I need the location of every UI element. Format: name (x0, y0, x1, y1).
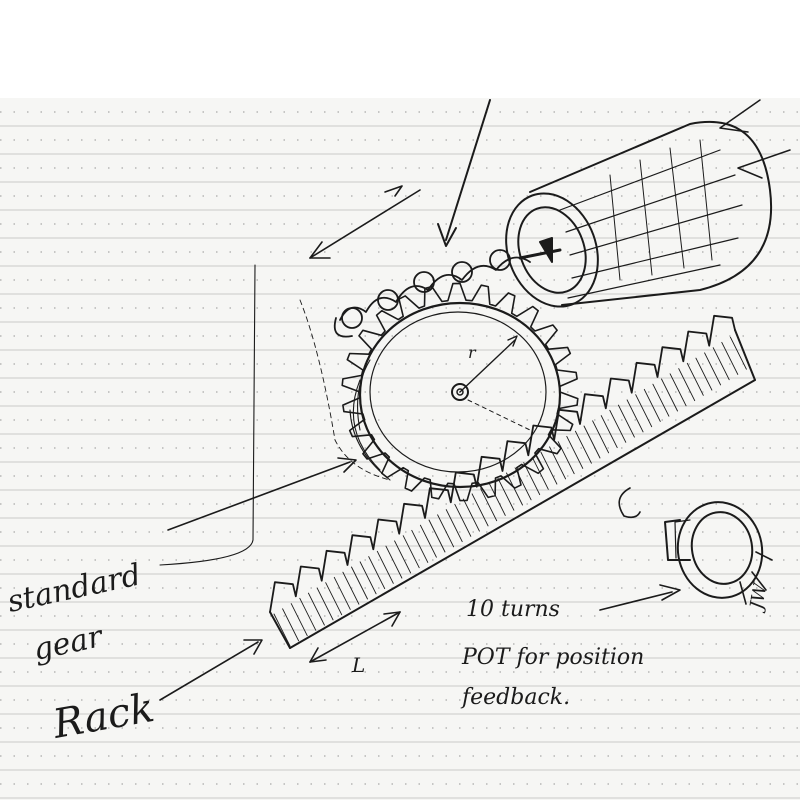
gear-label-line1: standard (4, 557, 144, 619)
rack-hatch-stroke (445, 509, 463, 543)
pinion-teeth (333, 249, 531, 338)
rack-hatch-stroke (359, 561, 377, 595)
rack-label: Rack (49, 685, 158, 748)
rack-hatch-stroke (712, 347, 730, 381)
rack-hatch-stroke (385, 545, 403, 579)
rack-hatch-stroke (729, 336, 747, 370)
rack-hatch-stroke (419, 524, 437, 558)
pot-label: 10 turns POT for position feedback. (460, 597, 644, 710)
rotation-arrow-icon (309, 185, 421, 259)
rack-hatch-stroke (428, 519, 446, 553)
rack-hatch-stroke (626, 399, 644, 433)
rack-hatch-stroke (273, 613, 291, 647)
rack-hatch-stroke (523, 462, 541, 496)
rack-hatch-stroke (290, 603, 308, 637)
rack-hatch-stroke (583, 425, 601, 459)
rack-hatch-stroke (686, 362, 704, 396)
notebook-paper (0, 98, 800, 800)
rack-hatch-stroke (540, 451, 558, 485)
rack-hatch-stroke (695, 357, 713, 391)
rack-hatch-stroke (488, 482, 506, 516)
rack-hatch-stroke (316, 587, 334, 621)
rack-hatch-stroke (704, 352, 722, 386)
rack-hatch-stroke (325, 582, 343, 616)
rack-hatch-stroke (643, 388, 661, 422)
rack-hatch-stroke (600, 415, 618, 449)
pot-label-line2: POT for position (461, 645, 644, 670)
rack-hatch-stroke (609, 409, 627, 443)
rack-hatch-stroke (402, 535, 420, 569)
rack-hatch-stroke (282, 608, 300, 642)
pointer-lines (159, 264, 681, 701)
rack-icon (269, 314, 756, 649)
pot-label-line1: 10 turns (466, 597, 560, 622)
motor-icon (505, 99, 791, 308)
rack-hatch-stroke (333, 576, 351, 610)
rack-hatch-stroke (617, 404, 635, 438)
rack-hatch-stroke (652, 383, 670, 417)
rack-hatch-stroke (411, 529, 429, 563)
rack-hatch-stroke (368, 556, 386, 590)
rack-hatch-stroke (661, 378, 678, 412)
rack-hatch-stroke (566, 435, 584, 469)
rack-hatch-stroke (342, 571, 360, 605)
rack-hatch-stroke (549, 446, 567, 480)
gear-label-line2: gear (30, 619, 107, 668)
ruled-lines (0, 111, 800, 799)
rack-hatch-stroke (462, 498, 480, 532)
rack-hatch-stroke (592, 420, 610, 454)
radius-label: r (468, 343, 477, 362)
rack-hatch-stroke (557, 441, 575, 475)
pointer-arrow-top (437, 99, 491, 247)
rack-hatch-stroke (394, 540, 412, 574)
rack-hatch-stroke (678, 368, 696, 402)
rack-hatch-stroke (514, 467, 532, 501)
length-arrow-icon (309, 611, 401, 663)
length-label: L (351, 653, 365, 677)
potentiometer-icon (618, 487, 773, 605)
rack-hatch-stroke (351, 566, 368, 600)
rack-hatch-stroke (299, 597, 317, 631)
rack-hatch-stroke (635, 394, 653, 428)
rack-hatch-stroke (307, 592, 325, 626)
rack-hatch-stroke (531, 456, 549, 490)
rack-hatch-stroke (471, 493, 489, 527)
rack-hatch-stroke (437, 514, 455, 548)
rack-hatch-stroke (506, 472, 523, 506)
signature: JW (746, 580, 772, 614)
gear-icon (299, 282, 579, 502)
rack-hatch-stroke (454, 503, 472, 537)
rack-hatch-stroke (721, 341, 739, 375)
rack-hatch-stroke (480, 488, 498, 522)
rack-hatch-stroke (376, 550, 394, 584)
rack-hatch-stroke (574, 430, 592, 464)
rack-hatch-stroke (497, 477, 515, 511)
rack-hatch-stroke (669, 373, 687, 407)
pot-label-line3: feedback. (460, 685, 570, 710)
